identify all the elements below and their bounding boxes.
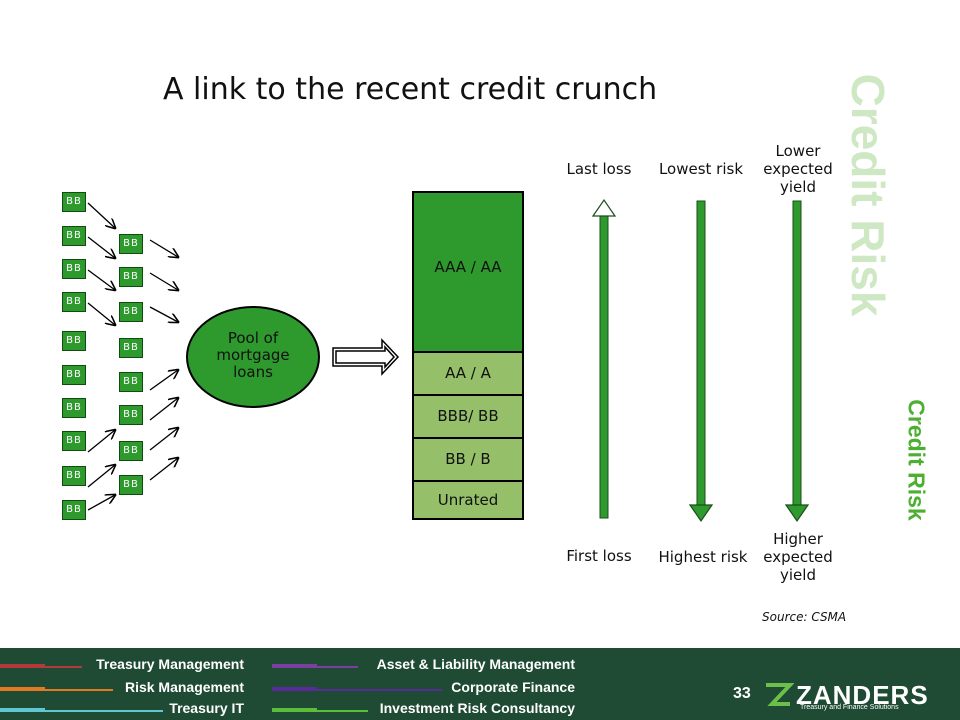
loan-box: BB <box>119 338 143 358</box>
tranche-bb-b: BB / B <box>412 437 524 482</box>
higher-yield-label: Higher expected yield <box>763 530 833 584</box>
last-loss-label: Last loss <box>566 160 632 178</box>
footer-bar <box>0 648 960 720</box>
page-title: A link to the recent credit crunch <box>163 72 658 107</box>
securitisation-arrow <box>332 338 400 376</box>
loan-box: BB <box>62 259 86 279</box>
loan-box: BB <box>62 398 86 418</box>
mortgage-pool: Pool of mortgage loans <box>186 306 320 408</box>
first-loss-label: First loss <box>566 547 632 565</box>
page-number: 33 <box>733 685 751 702</box>
loan-box: BB <box>119 267 143 287</box>
footer-link-investment-risk[interactable]: Investment Risk Consultancy <box>379 700 575 716</box>
risk-arrow <box>688 200 714 523</box>
loan-box: BB <box>62 466 86 486</box>
footer-link-alm[interactable]: Asset & Liability Management <box>376 656 575 672</box>
footer-line <box>0 687 113 691</box>
pool-label: Pool of mortgage loans <box>216 329 290 381</box>
zanders-logo-icon <box>766 683 794 706</box>
highest-risk-label: Highest risk <box>658 548 748 566</box>
loan-box: BB <box>119 405 143 425</box>
loan-box: BB <box>62 292 86 312</box>
loan-box: BB <box>119 441 143 461</box>
loan-box: BB <box>62 431 86 451</box>
footer-line <box>272 664 358 668</box>
footer-line <box>0 708 163 712</box>
footer-link-risk-management[interactable]: Risk Management <box>124 679 244 695</box>
footer-link-treasury-management[interactable]: Treasury Management <box>96 656 244 672</box>
last-loss-arrow <box>591 198 617 519</box>
footer-line <box>0 664 82 668</box>
yield-arrow <box>784 200 810 523</box>
loan-box: BB <box>119 372 143 392</box>
tranche-aa-a: AA / A <box>412 351 524 396</box>
loan-box: BB <box>62 226 86 246</box>
footer-line <box>272 708 368 712</box>
lower-yield-label: Lower expected yield <box>763 142 833 196</box>
loan-box: BB <box>119 302 143 322</box>
lowest-risk-label: Lowest risk <box>658 160 744 178</box>
zanders-logo: ZANDERS <box>796 680 929 710</box>
diagram-arrows <box>87 198 810 523</box>
tranche-unrated: Unrated <box>412 480 524 520</box>
loan-box: BB <box>119 234 143 254</box>
footer-link-treasury-it[interactable]: Treasury IT <box>169 700 244 716</box>
footer-link-corporate-finance[interactable]: Corporate Finance <box>451 679 575 695</box>
source-note: Source: CSMA <box>762 610 847 624</box>
footer-line <box>272 687 442 691</box>
loan-box: BB <box>62 500 86 520</box>
tranche-aaa-aa: AAA / AA <box>412 191 524 353</box>
zanders-tagline: Treasury and Finance Solutions <box>800 704 899 711</box>
tranche-bbb-bb: BBB/ BB <box>412 394 524 439</box>
loan-box: BB <box>62 192 86 212</box>
tranche-label: AAA / AA <box>434 258 502 276</box>
loan-box: BB <box>62 365 86 385</box>
loan-box: BB <box>62 331 86 351</box>
loan-box: BB <box>119 475 143 495</box>
loan-arrows <box>87 202 178 511</box>
